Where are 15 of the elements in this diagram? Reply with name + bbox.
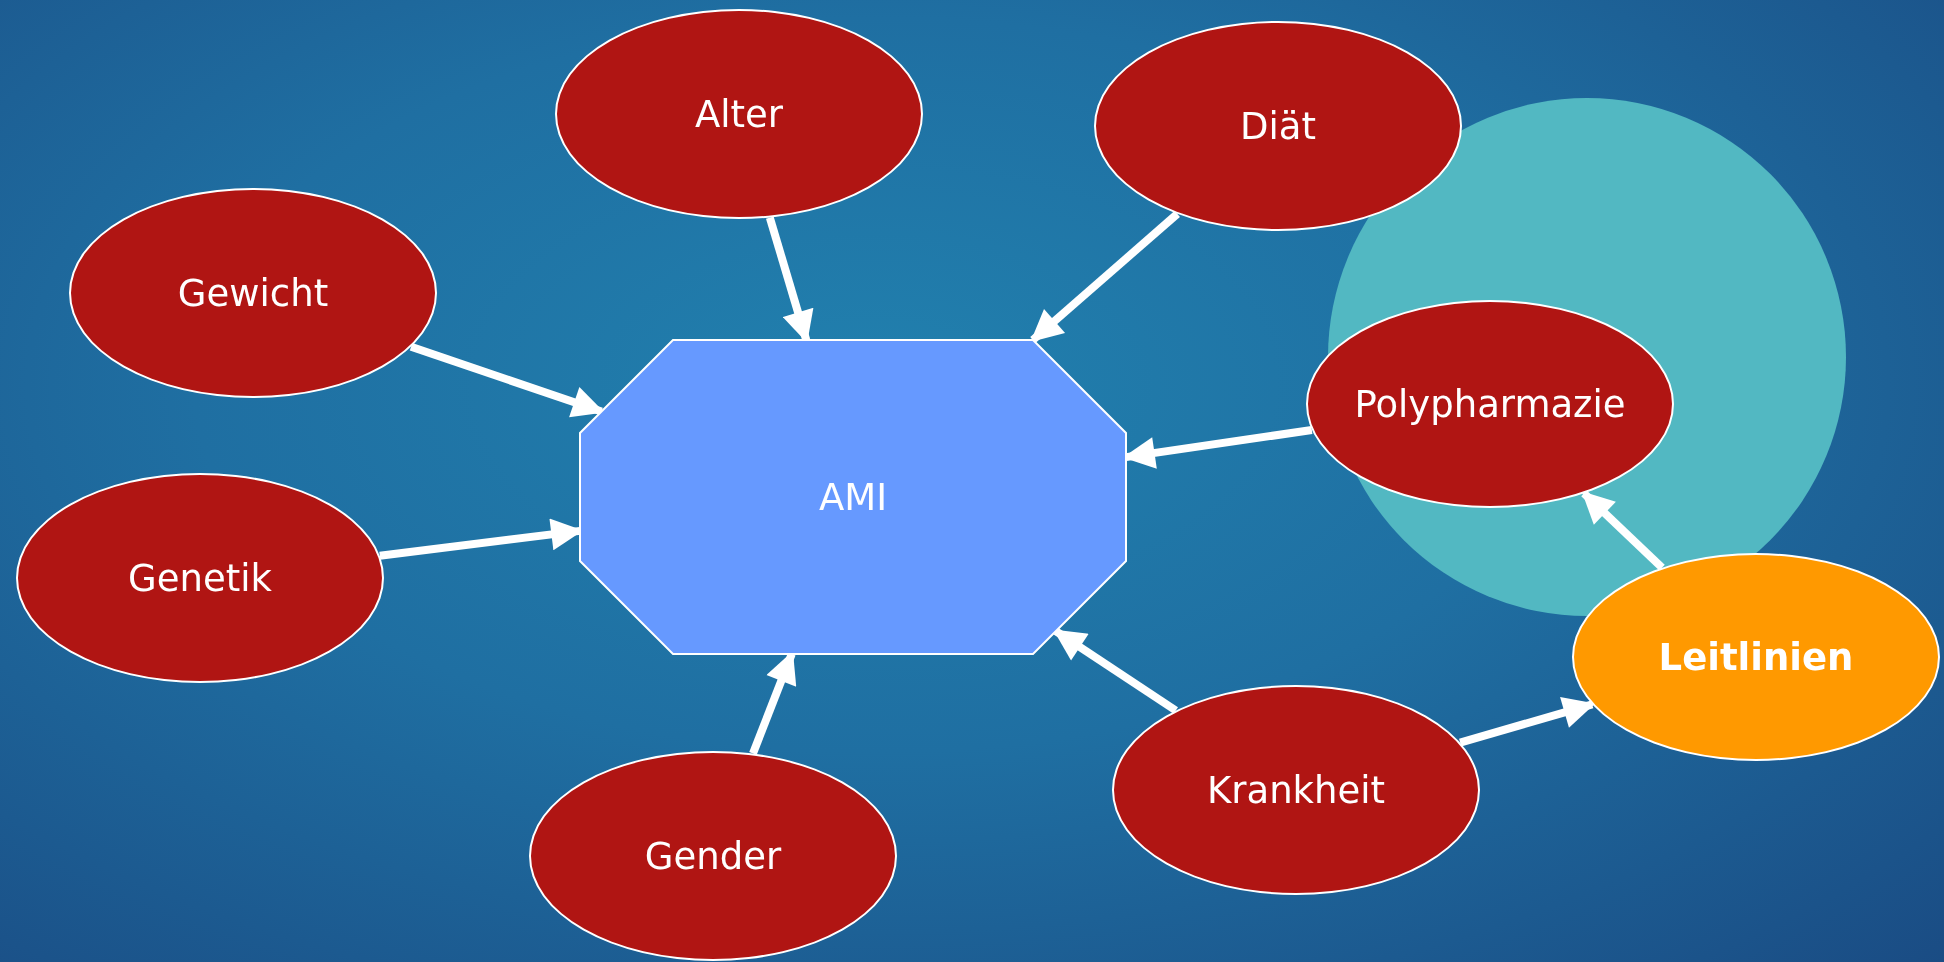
- arrow: [1030, 210, 1180, 343]
- arrow: [1053, 627, 1178, 714]
- node-label: Leitlinien: [1658, 635, 1854, 679]
- node-label: Alter: [694, 92, 784, 136]
- node-label: Genetik: [128, 556, 272, 600]
- node-label: Krankheit: [1207, 768, 1385, 812]
- octagon-node: [580, 340, 1126, 654]
- node-label: Gender: [644, 834, 782, 878]
- arrow: [409, 342, 605, 418]
- node-label: Diät: [1240, 104, 1316, 148]
- arrow: [1459, 697, 1596, 747]
- node-label: Polypharmazie: [1354, 382, 1626, 426]
- node-label: AMI: [818, 475, 888, 519]
- node-label: Gewicht: [177, 271, 329, 315]
- arrow: [1581, 490, 1665, 571]
